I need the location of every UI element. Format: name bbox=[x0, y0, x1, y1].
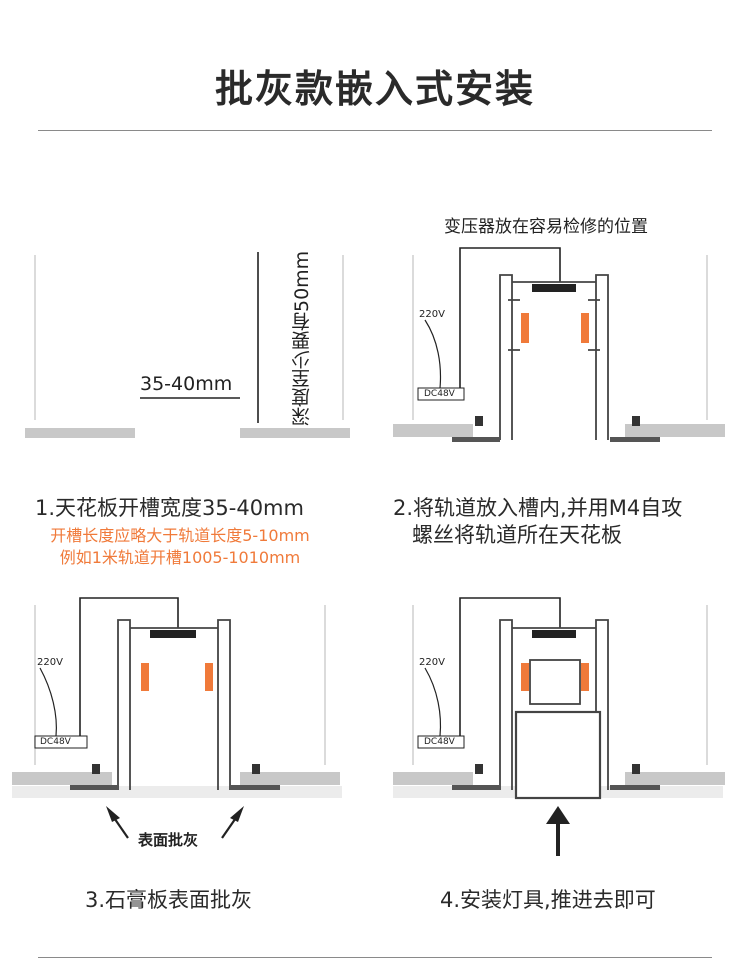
panel-3-input-label: 220V bbox=[37, 657, 63, 668]
bottom-divider bbox=[38, 957, 712, 958]
panel-2-input-label: 220V bbox=[419, 309, 445, 320]
panel-3-caption: 3.石膏板表面批灰 bbox=[85, 888, 253, 912]
track-profile bbox=[499, 274, 609, 440]
panel-2-top-label: 变压器放在容易检修的位置 bbox=[444, 217, 648, 237]
power-wire bbox=[459, 247, 561, 392]
panel-4-input-label: 220V bbox=[419, 657, 445, 668]
ceiling-board-left bbox=[25, 428, 135, 438]
panel-1-note-2: 例如1米轨道开槽1005-1010mm bbox=[59, 548, 301, 567]
panel-2-caption-1: 2.将轨道放入槽内,并用M4自攻 bbox=[393, 496, 683, 520]
transformer-box bbox=[417, 387, 465, 401]
panel-4-output-label: DC48V bbox=[424, 737, 455, 747]
push-up-arrow-icon bbox=[546, 806, 570, 856]
lamp-module-body bbox=[514, 710, 602, 800]
panel-2-caption-2: 螺丝将轨道所在天花板 bbox=[412, 523, 622, 547]
width-label: 35-40mm bbox=[140, 373, 233, 395]
page-title: 批灰款嵌入式安装 bbox=[214, 67, 535, 111]
panel-1-caption: 1.天花板开槽宽度35-40mm bbox=[35, 496, 304, 520]
plaster-arrow-left-icon bbox=[106, 806, 129, 839]
panel-1-note-1: 开槽长度应略大于轨道长度5-10mm bbox=[50, 526, 310, 545]
panel-2-output-label: DC48V bbox=[424, 389, 455, 399]
panel-4-caption: 4.安装灯具,推进去即可 bbox=[440, 888, 656, 912]
panel-3-arrow-label: 表面批灰 bbox=[138, 831, 199, 849]
title-divider bbox=[38, 130, 712, 131]
plaster-arrow-right-icon bbox=[221, 806, 244, 839]
lamp-module-top bbox=[529, 659, 581, 705]
ceiling-board-right bbox=[240, 428, 350, 438]
panel-3-output-label: DC48V bbox=[40, 737, 71, 747]
